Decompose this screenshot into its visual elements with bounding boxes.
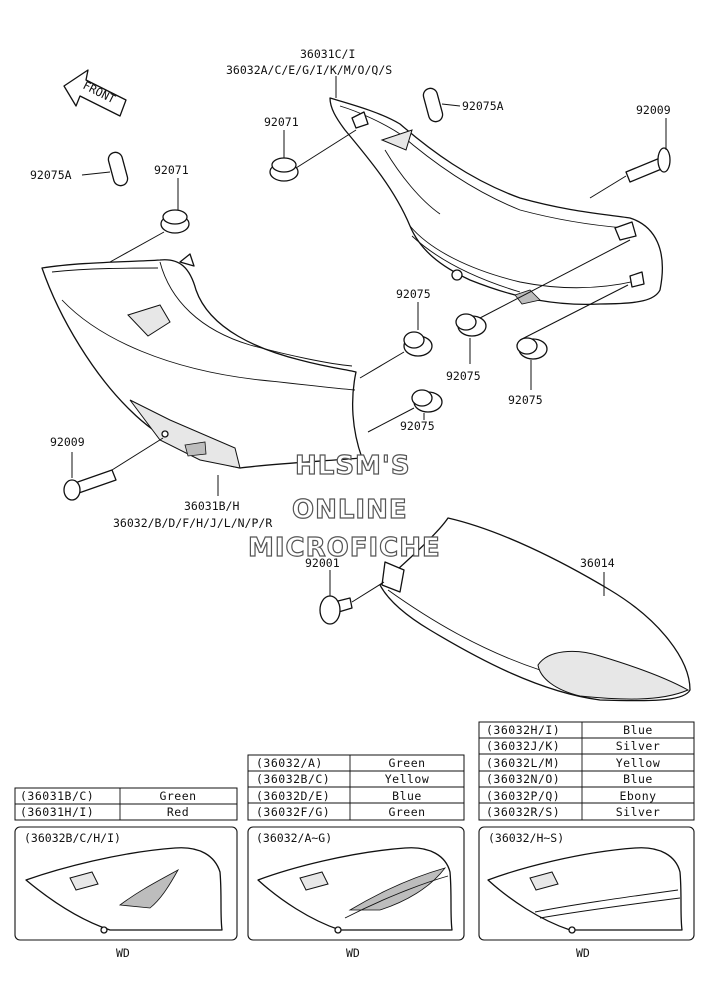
grommet-92075-b (455, 313, 487, 337)
front-arrow-icon: FRONT (63, 69, 127, 117)
leader-lines (71, 76, 667, 603)
variant-panel-footer: WD (346, 946, 360, 960)
watermark-line-2: ONLINE (292, 495, 408, 525)
table-cell-code: (36032R/S) (486, 805, 560, 819)
grommet-92075-a (403, 331, 433, 357)
table-cell-color: Red (167, 805, 189, 819)
callout-36031bh: 36031B/H (184, 499, 239, 513)
watermark-line-1: HLSM'S (295, 451, 411, 481)
table-cell-code: (36032P/Q) (486, 789, 560, 803)
table-cell-color: Blue (623, 772, 653, 786)
color-table-36032-a-g: (36032/A) Green (36032B/C) Yellow (36032… (247, 754, 465, 821)
table-cell-code: (36032L/M) (486, 756, 560, 770)
table-cell-code: (36031H/I) (20, 805, 94, 819)
table-cell-code: (36032D/E) (256, 789, 330, 803)
variant-panel-footer: WD (576, 946, 590, 960)
callout-36032-bottom: 36032/B/D/F/H/J/L/N/P/R (113, 516, 272, 530)
callout-92071-left: 92071 (154, 163, 189, 177)
grommet-92071-right (269, 157, 299, 182)
chain-cover (379, 517, 691, 702)
grommet-92075-c (516, 337, 548, 360)
table-cell-color: Silver (616, 805, 661, 819)
table-cell-color: Green (388, 756, 425, 770)
collar-92075a-left (107, 151, 129, 187)
variant-panel-title: (36032/H~S) (488, 831, 564, 845)
variant-panel-title: (36032B/C/H/I) (24, 831, 121, 845)
callout-92075-c: 92075 (508, 393, 543, 407)
table-cell-code: (36032H/I) (486, 723, 560, 737)
table-cell-color: Green (388, 805, 425, 819)
callout-92075-a: 92075 (396, 287, 431, 301)
callout-36032-top: 36032A/C/E/G/I/K/M/O/Q/S (226, 63, 392, 77)
callout-36014: 36014 (580, 556, 615, 570)
table-cell-code: (36032N/O) (486, 772, 560, 786)
table-cell-code: (36032J/K) (486, 739, 560, 753)
variant-panel-3: (36032/H~S) WD (478, 826, 695, 960)
screw-92009-left (63, 469, 117, 501)
table-cell-color: Green (159, 789, 196, 803)
table-cell-code: (36032F/G) (256, 805, 330, 819)
watermark: HLSM'S ONLINE MICROFICHE (247, 450, 441, 563)
grommet-92071-left (160, 209, 190, 234)
watermark-line-3: MICROFICHE (248, 533, 441, 563)
screw-92009-right (625, 147, 671, 183)
table-cell-color: Ebony (619, 789, 656, 803)
table-cell-color: Blue (392, 789, 422, 803)
callout-92075-d: 92075 (400, 419, 435, 433)
table-cell-color: Silver (616, 739, 661, 753)
right-side-cover (329, 97, 664, 305)
callout-92075-b: 92075 (446, 369, 481, 383)
table-cell-color: Yellow (385, 772, 430, 786)
left-side-cover (41, 253, 363, 469)
callout-92075a-left: 92075A (30, 168, 72, 182)
callout-92001: 92001 (305, 556, 340, 570)
table-cell-code: (36032B/C) (256, 772, 330, 786)
table-cell-color: Yellow (616, 756, 661, 770)
table-cell-code: (36031B/C) (20, 789, 94, 803)
callout-92009-right: 92009 (636, 103, 671, 117)
variant-panel-footer: WD (116, 946, 130, 960)
callout-labels: 36031C/I 36032A/C/E/G/I/K/M/O/Q/S 92075A… (30, 47, 671, 570)
variant-panel-1: (36032B/C/H/I) WD (14, 826, 238, 960)
table-cell-color: Blue (623, 723, 653, 737)
collar-92075a-right (422, 87, 444, 123)
callout-36031ci: 36031C/I (300, 47, 355, 61)
table-cell-code: (36032/A) (256, 756, 323, 770)
callout-92009-left: 92009 (50, 435, 85, 449)
bolt-92001 (319, 595, 353, 625)
color-table-36031: (36031B/C) Green (36031H/I) Red (14, 787, 238, 821)
grommet-92075-d (411, 389, 443, 413)
variant-panel-2: (36032/A~G) WD (247, 826, 465, 960)
color-table-36032-h-s: (36032H/I) Blue (36032J/K) Silver (36032… (478, 721, 695, 821)
callout-92075a-right: 92075A (462, 99, 504, 113)
callout-92071-right: 92071 (264, 115, 299, 129)
variant-panel-title: (36032/A~G) (256, 831, 332, 845)
